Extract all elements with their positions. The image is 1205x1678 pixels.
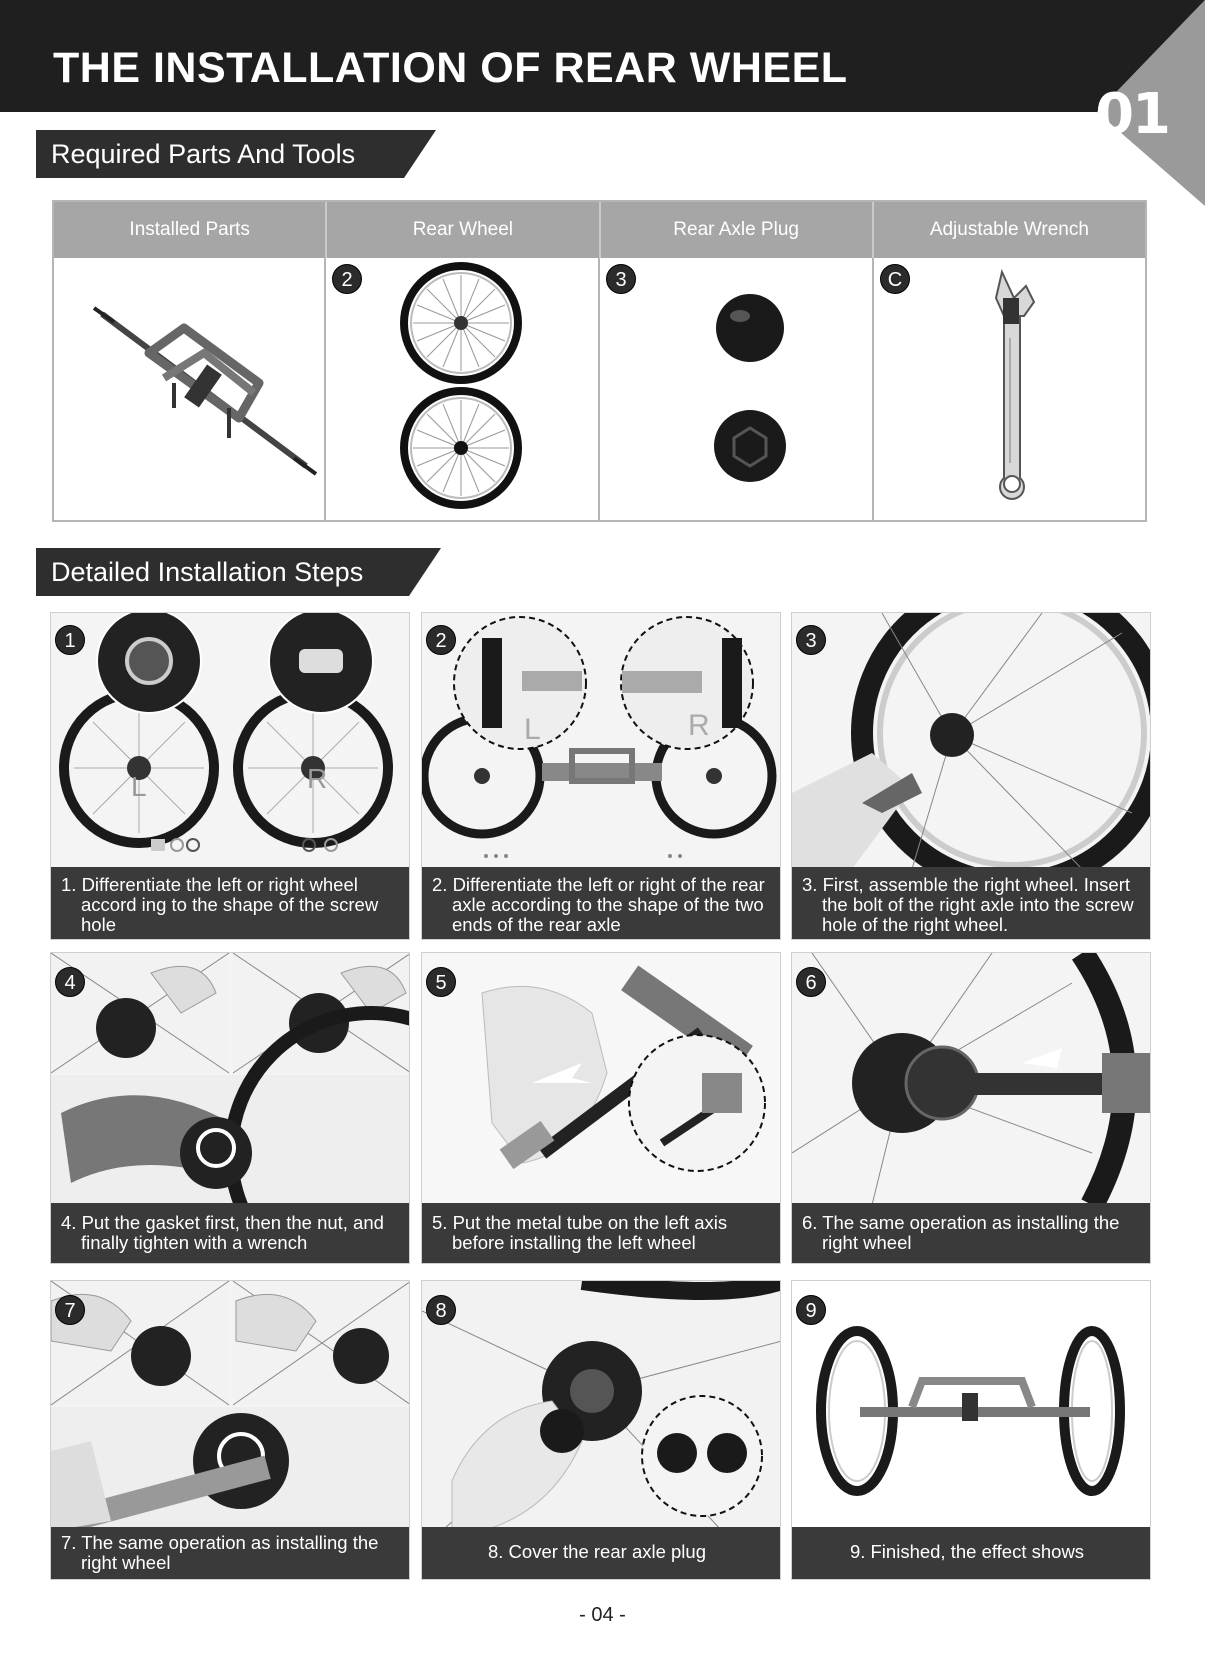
axle-label-l: L bbox=[524, 713, 541, 746]
step-2-photo: L R bbox=[422, 613, 780, 869]
parts-table-header: Installed Parts Rear Wheel Rear Axle Plu… bbox=[54, 202, 1145, 258]
detailed-steps-title: Detailed Installation Steps bbox=[51, 557, 364, 587]
axle-label-r: R bbox=[688, 709, 710, 742]
step-3-badge: 3 bbox=[796, 625, 826, 655]
step-4: 4 4. Put the gasket first, then the nut,… bbox=[50, 952, 410, 1264]
step-3-caption: 3. First, assemble the right wheel. Inse… bbox=[792, 867, 1150, 939]
parts-header-wrench: Adjustable Wrench bbox=[929, 219, 1089, 240]
step-3-photo bbox=[792, 613, 1150, 869]
step-6-photo bbox=[792, 953, 1150, 1205]
step-5-caption: 5. Put the metal tube on the left axis b… bbox=[422, 1203, 780, 1263]
step-2: L R 2 2. Differentiate the left or right… bbox=[421, 612, 781, 940]
step-5-photo bbox=[422, 953, 780, 1205]
step-6: 6 6. The same operation as installing th… bbox=[791, 952, 1151, 1264]
step-8-photo bbox=[422, 1281, 780, 1531]
step-9-badge: 9 bbox=[796, 1295, 826, 1325]
page-title: THE INSTALLATION OF REAR WHEEL bbox=[53, 44, 848, 92]
section-number: 01 bbox=[1095, 82, 1171, 147]
step-1-caption: 1. Differentiate the left or right wheel… bbox=[51, 867, 409, 939]
part-badge-3: 3 bbox=[606, 264, 636, 294]
step-7-caption: 7. The same operation as installing the … bbox=[51, 1527, 409, 1579]
parts-table: Installed Parts Rear Wheel Rear Axle Plu… bbox=[52, 200, 1147, 522]
step-2-badge: 2 bbox=[426, 625, 456, 655]
step-6-badge: 6 bbox=[796, 967, 826, 997]
step-5: 5 5. Put the metal tube on the left axis… bbox=[421, 952, 781, 1264]
step-4-photo bbox=[51, 953, 409, 1205]
corner-tab bbox=[1097, 0, 1205, 206]
step-2-caption: 2. Differentiate the left or right of th… bbox=[422, 867, 780, 939]
step-4-badge: 4 bbox=[55, 967, 85, 997]
parts-cell-installed bbox=[54, 258, 326, 520]
step-9: 9 9. Finished, the effect shows bbox=[791, 1280, 1151, 1580]
step-8-caption: 8. Cover the rear axle plug bbox=[422, 1527, 780, 1579]
page-number: - 04 - bbox=[579, 1604, 626, 1626]
parts-header-axle-plug: Rear Axle Plug bbox=[601, 202, 874, 258]
part-badge-2: 2 bbox=[332, 264, 362, 294]
step-1-badge: 1 bbox=[55, 625, 85, 655]
parts-header-rear-wheel: Rear Wheel bbox=[327, 202, 601, 258]
wheel-label-r: R bbox=[307, 763, 328, 794]
step-9-caption: 9. Finished, the effect shows bbox=[792, 1527, 1150, 1579]
step-3: 3 3. First, assemble the right wheel. In… bbox=[791, 612, 1151, 940]
step-4-caption: 4. Put the gasket first, then the nut, a… bbox=[51, 1203, 409, 1263]
parts-cell-axle-plug: 3 bbox=[600, 258, 874, 520]
step-7-photo bbox=[51, 1281, 409, 1531]
parts-table-body: 2 bbox=[54, 258, 1145, 520]
step-5-badge: 5 bbox=[426, 967, 456, 997]
axle-frame-image bbox=[92, 306, 318, 476]
rear-wheel-image bbox=[400, 262, 522, 509]
axle-plug-image bbox=[714, 294, 786, 482]
step-8-badge: 8 bbox=[426, 1295, 456, 1325]
part-badge-c: C bbox=[880, 264, 910, 294]
step-1: L R 1 1. Differentiate the left or right… bbox=[50, 612, 410, 940]
detailed-steps-banner: Detailed Installation Steps bbox=[36, 548, 441, 596]
step-6-caption: 6. The same operation as installing the … bbox=[792, 1203, 1150, 1263]
parts-cell-wrench: C bbox=[874, 258, 1146, 520]
step-7-badge: 7 bbox=[55, 1295, 85, 1325]
step-9-photo bbox=[792, 1281, 1150, 1531]
adjustable-wrench-image bbox=[994, 268, 1036, 500]
parts-cell-rear-wheel: 2 bbox=[326, 258, 600, 520]
header-bar bbox=[0, 0, 1205, 112]
step-8: 8 8. Cover the rear axle plug bbox=[421, 1280, 781, 1580]
step-7: 7 7. The same operation as installing th… bbox=[50, 1280, 410, 1580]
wheel-label-l: L bbox=[131, 771, 147, 802]
step-1-photo: L R bbox=[51, 613, 409, 869]
required-parts-banner: Required Parts And Tools bbox=[36, 130, 436, 178]
parts-header-installed: Installed Parts bbox=[54, 202, 328, 258]
required-parts-title: Required Parts And Tools bbox=[51, 139, 356, 169]
